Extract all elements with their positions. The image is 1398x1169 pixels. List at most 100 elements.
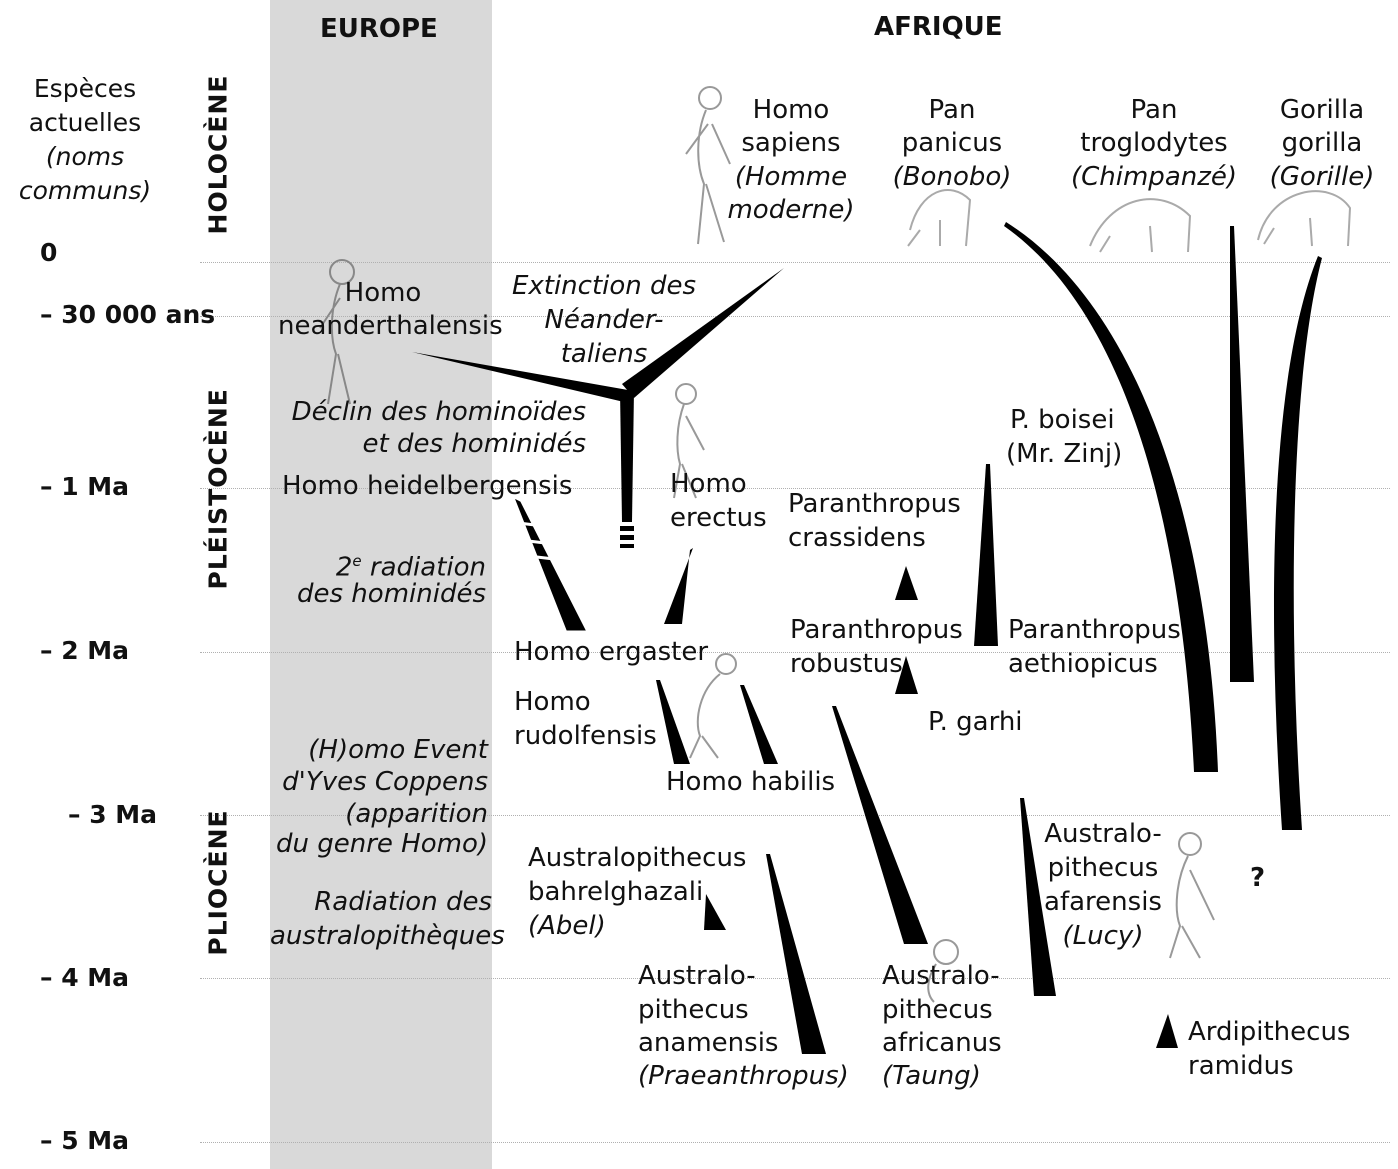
robustus-label: Paranthropus — [790, 615, 963, 645]
gridline — [200, 488, 1390, 489]
pan-troglodytes-label: Pan — [1130, 95, 1178, 125]
legend-line: communs) — [18, 176, 152, 205]
rudolfensis-wedge — [656, 680, 690, 764]
homo-event-annotation: (H)omo Event — [308, 735, 488, 765]
pan-paniscus-label: panicus — [901, 128, 1003, 158]
extinction-annotation: Extinction des — [511, 271, 697, 301]
anamensis-label: pithecus — [638, 995, 749, 1025]
anamensis-label: anamensis — [638, 1028, 779, 1058]
legend-line: (noms — [45, 142, 125, 171]
habilis-wedge — [740, 685, 778, 764]
homo-sapiens-common-name: (Homme — [734, 162, 848, 192]
boisei-label: (Mr. Zinj) — [1006, 439, 1123, 469]
homo-sapiens-label: Homo — [752, 95, 830, 125]
tick-label: – 4 Ma — [40, 963, 130, 992]
rudolfensis-label: Homo — [514, 687, 591, 717]
afarensis-wedge — [1020, 798, 1056, 996]
bahrelghazali-triangle — [704, 894, 726, 930]
afarensis-label: afarensis — [1044, 887, 1162, 917]
homo-event-annotation: d'Yves Coppens — [282, 767, 488, 797]
homo-sapiens-common-name: moderne) — [727, 195, 855, 225]
erectus-label: erectus — [670, 503, 767, 533]
homo-event-annotation: (apparition — [345, 799, 488, 829]
tick-label: – 5 Ma — [40, 1126, 130, 1155]
extinction-annotation: taliens — [560, 339, 648, 369]
unknown-ancestor-mark: ? — [1250, 863, 1266, 893]
ergaster-label: Homo ergaster — [514, 637, 709, 667]
boisei-wedge — [974, 464, 998, 646]
bahrelghazali-label: Australopithecus — [528, 843, 747, 873]
heidelbergensis-label: Homo heidelbergensis — [282, 471, 573, 501]
africanus-common-name: (Taung) — [882, 1061, 981, 1091]
gridline — [200, 652, 1390, 653]
erectus-figure-icon — [673, 383, 705, 499]
pan-paniscus-common-name: (Bonobo) — [892, 162, 1012, 192]
tick-label: 0 — [40, 238, 58, 267]
gridline — [200, 262, 1390, 263]
anamensis-label: Australo- — [638, 961, 756, 991]
neanderthalensis-label: neanderthalensis — [278, 311, 503, 341]
gorilla-label: Gorilla — [1279, 95, 1365, 125]
second-radiation-annotation: des hominidés — [297, 579, 486, 609]
chimpanzee-figure-icon — [1089, 198, 1192, 253]
taung-skull-icon — [927, 939, 959, 1003]
crassidens-label: Paranthropus — [788, 489, 961, 519]
neanderthal-figure-icon — [319, 259, 355, 405]
neanderthal-wedge — [412, 352, 628, 402]
extinction-annotation: Néander- — [544, 305, 664, 335]
erectus-dash — [620, 526, 634, 531]
gorilla-common-name: (Gorille) — [1269, 162, 1375, 192]
decline-annotation: Déclin des hominoïdes — [291, 397, 586, 427]
legend-line: actuelles — [28, 108, 142, 137]
crassidens-triangle — [895, 566, 918, 600]
garhi-label: P. garhi — [928, 707, 1023, 737]
aethiopicus-label: aethiopicus — [1008, 649, 1158, 679]
heidelbergensis-wedge — [515, 498, 586, 631]
gorilla-label: gorilla — [1281, 128, 1363, 158]
bahrelghazali-label: bahrelghazali — [528, 877, 704, 907]
gorilla-figure-icon — [1257, 190, 1352, 247]
gorilla-lineage-curve — [1273, 256, 1322, 830]
anamensis-wedge — [766, 854, 826, 1054]
aethiopicus-label: Paranthropus — [1008, 615, 1181, 645]
robustus-triangle — [895, 656, 918, 694]
europe-header: EUROPE — [320, 14, 438, 44]
troglodytes-wedge — [1230, 226, 1254, 682]
pan-paniscus-label: Pan — [928, 95, 976, 125]
erectus-dash — [620, 544, 634, 548]
ramidus-label: ramidus — [1188, 1051, 1294, 1081]
australopith-radiation-annotation: australopithèques — [270, 921, 505, 951]
afarensis-label: Australo- — [1044, 819, 1162, 849]
crassidens-label: crassidens — [788, 523, 926, 553]
tick-label: – 3 Ma — [68, 800, 158, 829]
anamensis-common-name: (Praeanthropus) — [638, 1061, 849, 1091]
robustus-label: robustus — [790, 649, 903, 679]
homo-sapiens-label: sapiens — [741, 128, 841, 158]
second-radiation-annotation: 2e radiation — [335, 552, 486, 583]
pan-troglodytes-label: troglodytes — [1080, 128, 1228, 158]
africanus-label: pithecus — [882, 995, 993, 1025]
europe-column-band — [270, 0, 492, 1169]
habilis-figure-icon — [689, 653, 737, 759]
australopith-radiation-annotation: Radiation des — [314, 887, 492, 917]
bahrelghazali-common-name: (Abel) — [528, 911, 606, 941]
tick-label: – 1 Ma — [40, 472, 130, 501]
lucy-figure-icon — [1169, 832, 1215, 959]
afrique-header: AFRIQUE — [874, 12, 1003, 42]
legend-line: Espèces — [33, 74, 137, 103]
neanderthalensis-label: Homo — [344, 278, 422, 308]
homo-event-annotation: du genre Homo) — [275, 829, 488, 859]
africanus-label: africanus — [882, 1028, 1002, 1058]
decline-annotation: et des hominidés — [362, 429, 586, 459]
gridline — [200, 815, 1390, 816]
gridline — [200, 1142, 1390, 1143]
afarensis-common-name: (Lucy) — [1062, 921, 1144, 951]
erectus-label: Homo — [670, 469, 747, 499]
bonobo-figure-icon — [907, 189, 972, 247]
sapiens-wedge — [622, 268, 784, 398]
habilis-label: Homo habilis — [666, 767, 836, 797]
rudolfensis-label: rudolfensis — [514, 721, 657, 751]
pan-lineage-curve — [1004, 222, 1218, 772]
